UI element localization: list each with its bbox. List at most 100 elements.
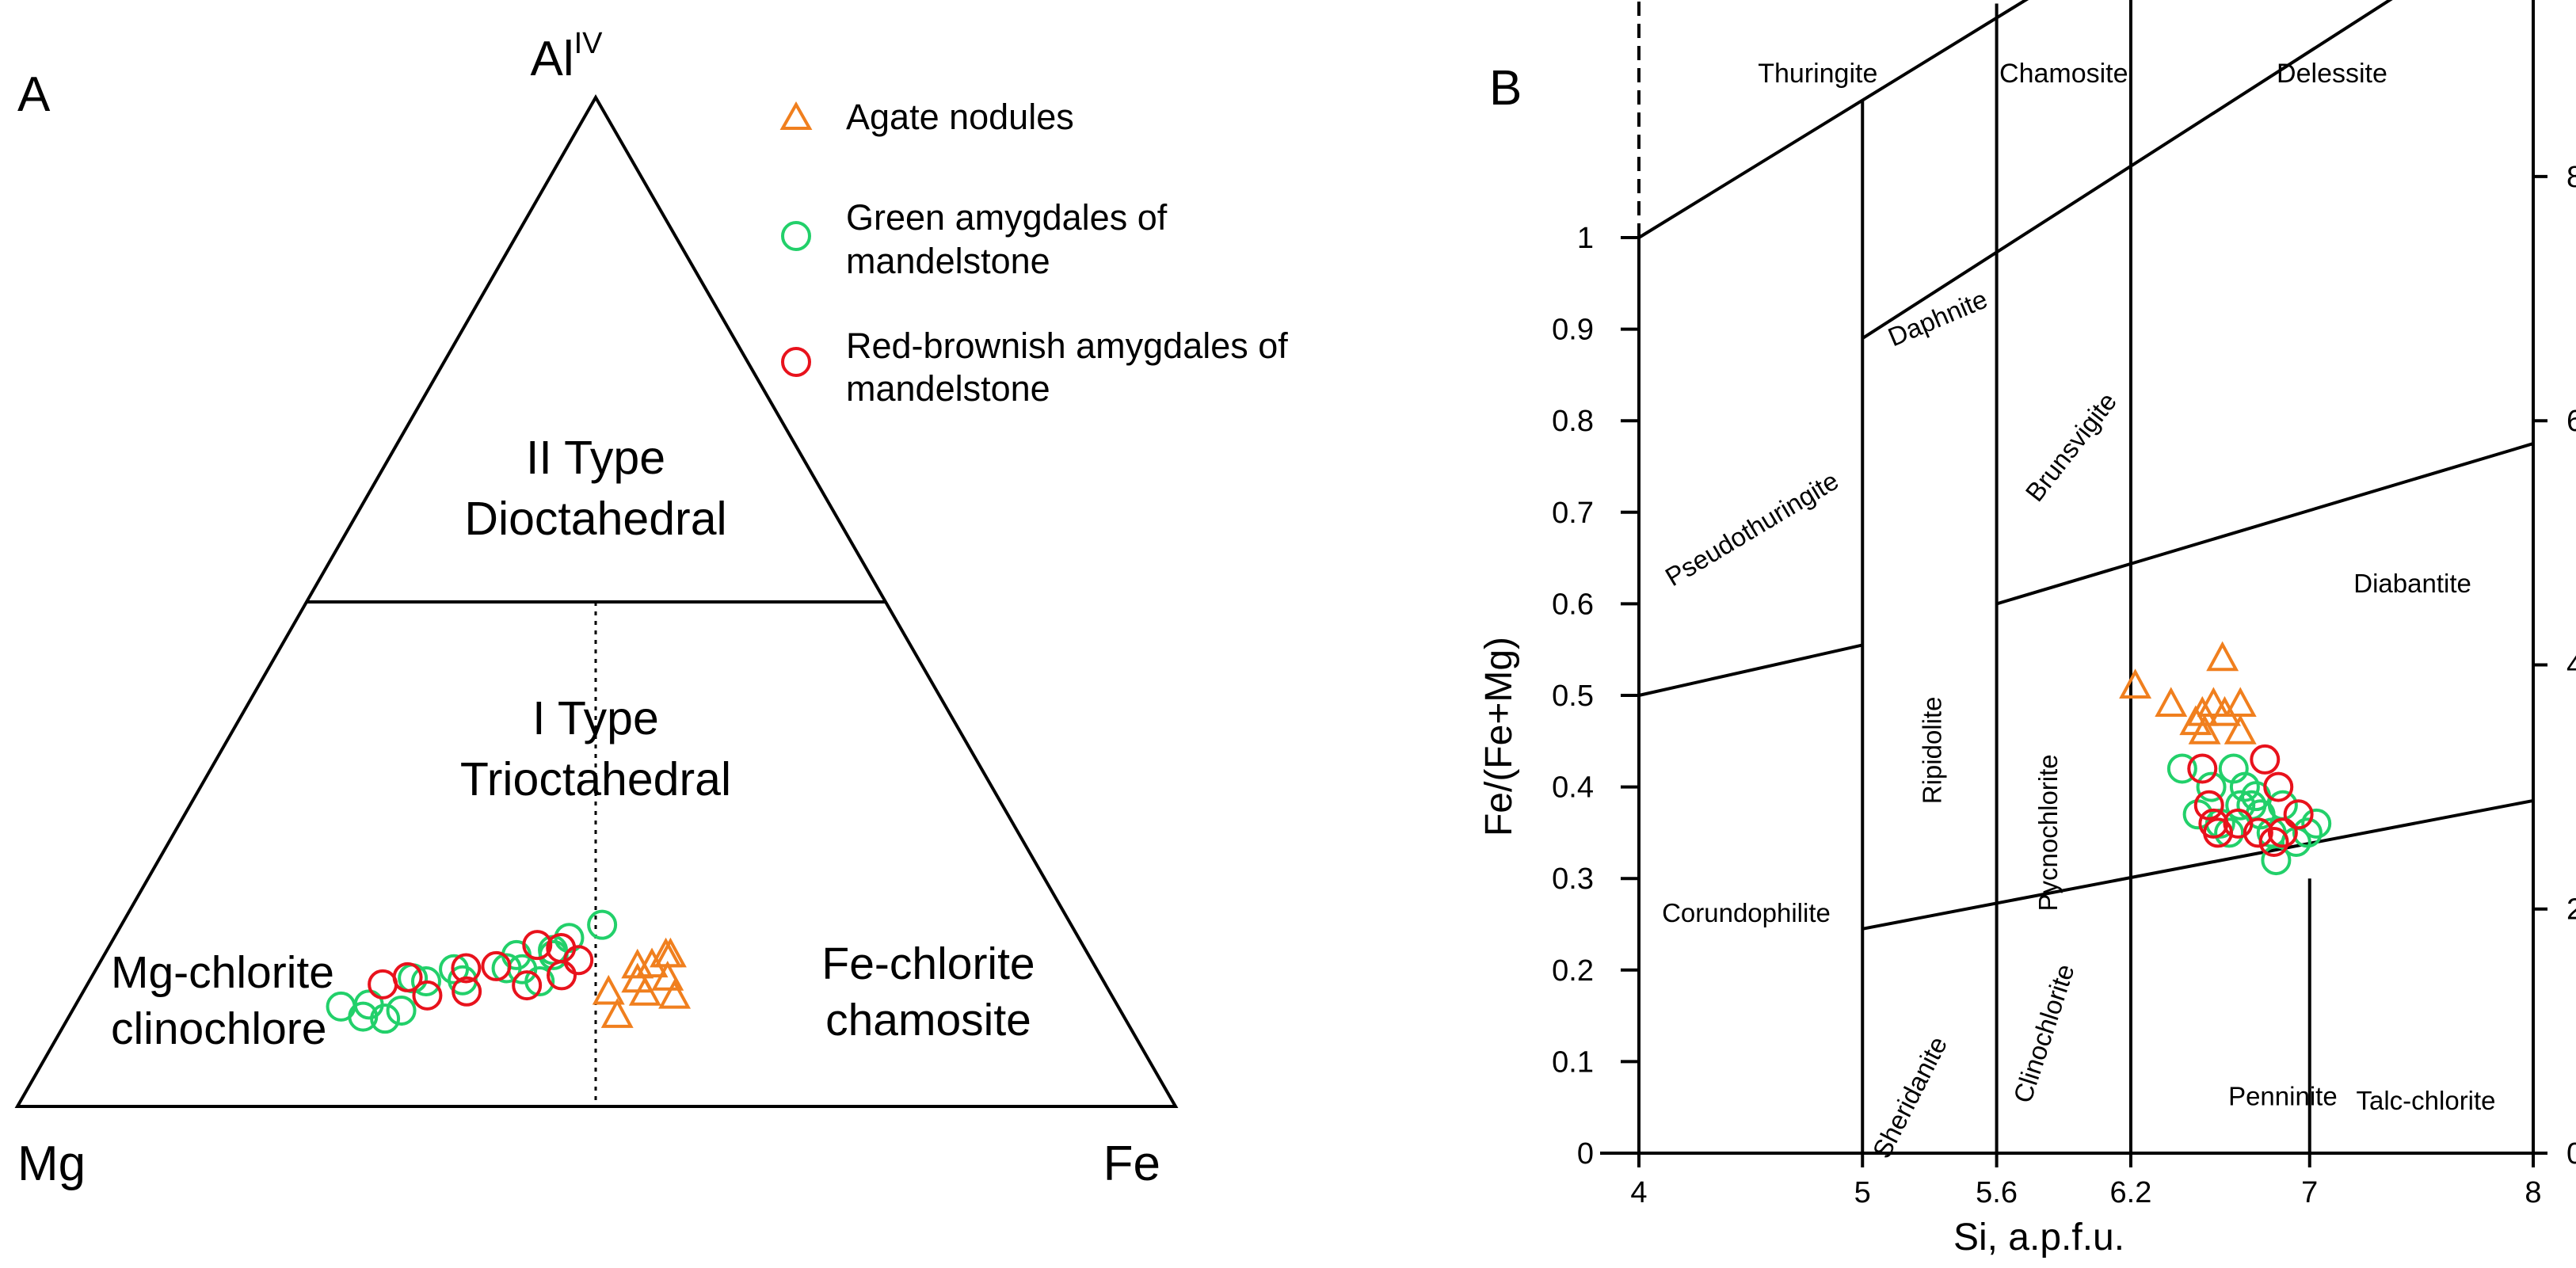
- b-agate-point-7: [2208, 695, 2241, 726]
- b-green-point-3: [2196, 771, 2227, 802]
- b-green-point-17: [2218, 753, 2249, 784]
- y-tick-label-6: 0.5: [1552, 680, 1594, 713]
- panel-b-letter: B: [1489, 61, 1522, 116]
- data-points: [2119, 641, 2332, 876]
- y-tick-label-7: 0.6: [1552, 588, 1594, 621]
- vertex-al-text: Al: [530, 32, 574, 86]
- ternary-red-point-4: [451, 953, 482, 984]
- b-agate-point-10: [2188, 714, 2221, 744]
- b-red-point-2: [2193, 790, 2224, 821]
- x-axis-title: Si, a.p.f.u.: [1953, 1217, 2124, 1258]
- y-tick-label-2: 0.1: [1552, 1045, 1594, 1079]
- field-fe-chlorite-line1: Fe-chlorite: [821, 939, 1035, 989]
- legend-red-label-line1: Red-brownish amygdales of: [846, 326, 1288, 366]
- ternary-green-point-15: [587, 909, 618, 940]
- ternary-green-point-4: [370, 1003, 401, 1034]
- ternary-red-point-11: [512, 970, 543, 1001]
- ternary-red-point-5: [481, 950, 512, 981]
- legend-agate-marker: [779, 101, 813, 130]
- x-tick-label-5: 7: [2301, 1176, 2318, 1209]
- ternary-red-point-9: [547, 960, 577, 991]
- region-label-11: Talc-chlorite: [2356, 1086, 2495, 1115]
- b-agate-point-9: [2224, 714, 2257, 744]
- region-label-3: Pseudothuringite: [1660, 466, 1843, 592]
- b-agate-point-6: [2206, 641, 2239, 672]
- x-tick-label-2: 5: [1854, 1176, 1871, 1209]
- ternary-green-point-5: [386, 995, 417, 1026]
- region-label-9: Clinochlorite: [2007, 961, 2079, 1106]
- vertex-al-superscript: IV: [574, 27, 604, 60]
- b-green-point-14: [2292, 817, 2323, 848]
- legend-red-marker: [781, 347, 811, 377]
- region-label-2: Brunsvigite: [2020, 386, 2123, 506]
- b-red-point-6: [2243, 817, 2273, 848]
- b-red-point-7: [2250, 744, 2281, 775]
- b-red-point-8: [2263, 771, 2294, 802]
- b-green-point-15: [2301, 808, 2332, 839]
- b-red-point-11: [2258, 826, 2289, 857]
- x-tick-label-6: 8: [2525, 1176, 2541, 1209]
- vertex-mg-label: Mg: [17, 1137, 86, 1191]
- y-tick-label-4: 0.3: [1552, 862, 1594, 896]
- region-labels: DaphniteBrunsvigitePseudothuringiteRipid…: [1660, 284, 2496, 1163]
- ternary-red-point-8: [563, 945, 594, 976]
- b-red-point-10: [2283, 799, 2314, 830]
- region-label-8: Sheridanite: [1866, 1032, 1953, 1163]
- y-tick-label-3: 0.2: [1552, 954, 1594, 988]
- right-tick-label-5: 8: [2566, 161, 2576, 194]
- ternary-red-point-2: [392, 961, 423, 992]
- region-label-7: Corundophilite: [1662, 898, 1831, 927]
- field-dioctahedral-line1: II Type: [526, 432, 665, 484]
- b-agate-point-1: [2119, 668, 2152, 699]
- ternary-red-point-3: [412, 980, 443, 1011]
- panel-a-letter: A: [17, 67, 51, 122]
- b-red-point-5: [2223, 808, 2254, 839]
- legend-green-marker: [781, 221, 811, 251]
- boundary-line-3: [1996, 442, 2534, 606]
- ternary-agate-point-7: [658, 978, 692, 1009]
- boundary-line-2: [1862, 0, 2393, 340]
- b-green-point-6: [2225, 790, 2256, 821]
- panel-a: A AlIV Mg Fe II Type Dioctahedral I Type…: [14, 27, 1288, 1191]
- boundary-line-5: [1862, 798, 2534, 931]
- b-green-point-1: [2166, 753, 2197, 784]
- x-tick-label-3: 5.6: [1976, 1176, 2018, 1209]
- top-region-label-3: Delessite: [2277, 59, 2387, 89]
- region-label-10: Penninite: [2228, 1081, 2338, 1110]
- ternary-green-point-9: [491, 953, 522, 984]
- field-mg-chlorite-line1: Mg-chlorite: [111, 947, 334, 998]
- vertex-al-label: AlIV: [530, 27, 603, 86]
- ternary-agate-point-9: [628, 976, 661, 1006]
- y-tick-label-10: 0.9: [1552, 314, 1594, 347]
- ternary-agate-point-5: [651, 961, 684, 991]
- ternary-red-point-1: [368, 969, 398, 1000]
- y-tick-label-1: 0: [1577, 1137, 1594, 1171]
- field-trioctahedral-line2: Trioctahedral: [460, 753, 731, 805]
- right-tick-label-2: 2: [2566, 893, 2576, 927]
- y-tick-label-9: 0.8: [1552, 405, 1594, 438]
- ternary-red-point-10: [452, 976, 482, 1007]
- region-label-1: Daphnite: [1884, 284, 1991, 352]
- top-region-label-2: Chamosite: [1999, 59, 2128, 89]
- legend-agate-label: Agate nodules: [846, 97, 1074, 137]
- vertex-fe-label: Fe: [1103, 1137, 1160, 1191]
- b-agate-point-2: [2155, 687, 2188, 718]
- right-tick-label-3: 4: [2566, 649, 2576, 682]
- field-mg-chlorite-line2: clinochlore: [111, 1003, 326, 1054]
- b-red-point-4: [2203, 817, 2234, 848]
- b-red-point-9: [2267, 817, 2298, 848]
- right-tick-label-1: 0: [2566, 1137, 2576, 1171]
- field-trioctahedral-line1: I Type: [532, 692, 659, 744]
- top-region-label-1: Thuringite: [1758, 59, 1877, 89]
- x-tick-label-1: 4: [1630, 1176, 1647, 1209]
- boundary-line-4: [1638, 643, 1863, 697]
- region-label-5: Diabantite: [2353, 569, 2471, 598]
- b-green-point-5: [2214, 817, 2245, 848]
- x-tick-label-4: 6.2: [2110, 1176, 2152, 1209]
- legend-green-label-line1: Green amygdales of: [846, 197, 1168, 238]
- ternary-green-point-11: [524, 966, 555, 997]
- legend-red-label-line2: mandelstone: [846, 368, 1050, 409]
- ternary-agate-point-4: [621, 948, 654, 979]
